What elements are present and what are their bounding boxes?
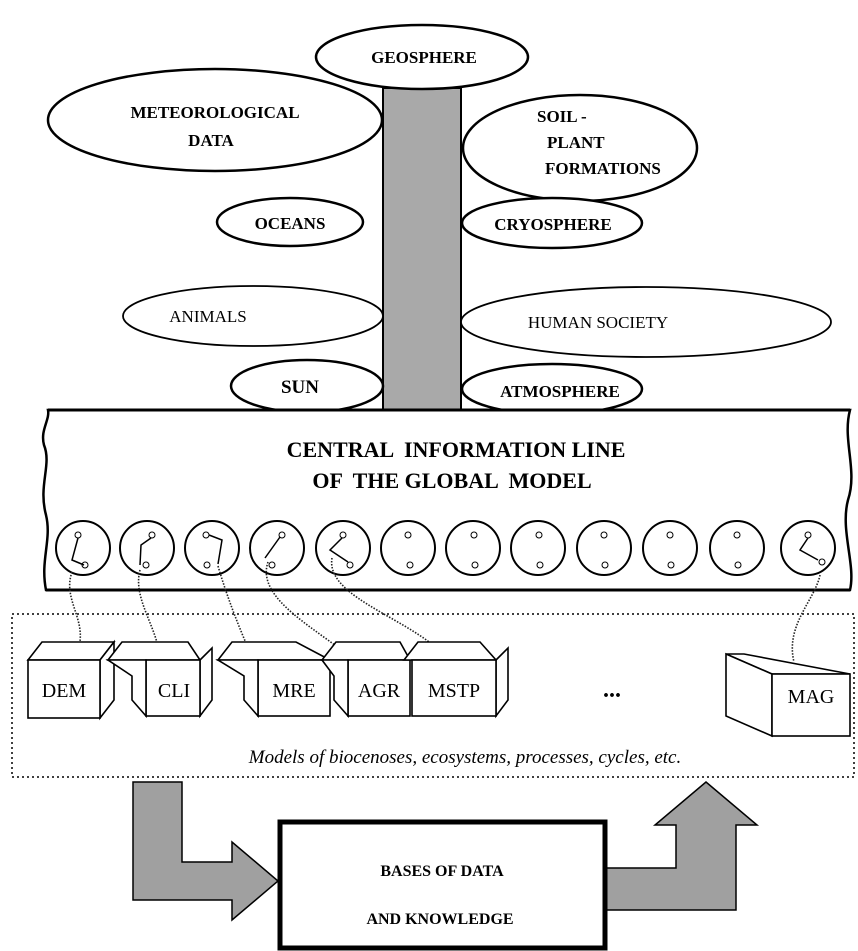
label-geosphere: GEOSPHERE (371, 48, 477, 67)
connector-socket (184, 520, 240, 576)
model-label-mstp: MSTP (428, 680, 480, 702)
label-soil-3: FORMATIONS (545, 159, 661, 178)
node-human-society (460, 286, 832, 358)
model-box-agr (320, 641, 412, 719)
connector-socket (315, 520, 371, 576)
central-line-title-2: OF THE GLOBAL MODEL (312, 468, 591, 493)
model-box-mstp (402, 641, 509, 719)
label-atmosphere: ATMOSPHERE (500, 382, 620, 401)
bases-box (277, 819, 608, 951)
label-oceans: OCEANS (255, 214, 326, 233)
connector-socket (55, 520, 111, 576)
connector-socket (119, 520, 175, 576)
model-box-mag (725, 652, 851, 738)
bases-label-1: BASES OF DATA (380, 863, 504, 880)
label-meteo-2: DATA (188, 131, 234, 150)
node-cryosphere (460, 196, 644, 250)
models-container (11, 613, 855, 778)
connector-socket (709, 520, 765, 576)
arrow-to-bases (132, 781, 280, 922)
models-caption: Models of biocenoses, ecosystems, proces… (248, 747, 681, 768)
model-box-cli (105, 641, 213, 719)
central-trunk (382, 87, 462, 411)
node-oceans (215, 196, 365, 248)
label-soil-1: SOIL - (537, 107, 587, 126)
label-meteo-1: METEOROLOGICAL (130, 103, 299, 122)
model-box-dem (26, 639, 116, 721)
model-label-agr: AGR (358, 680, 401, 702)
models-ellipsis: ... (603, 677, 621, 703)
central-line-title-1: CENTRAL INFORMATION LINE (287, 437, 626, 462)
label-soil-2: PLANT (547, 133, 605, 152)
connector-socket (576, 520, 632, 576)
model-label-cli: CLI (158, 680, 190, 702)
model-box-mre (215, 641, 331, 719)
node-geosphere (314, 23, 530, 91)
connector-socket (380, 520, 436, 576)
model-label-mre: MRE (272, 680, 315, 702)
label-cryosphere: CRYOSPHERE (494, 215, 611, 234)
connector-row (55, 520, 836, 576)
bases-label-2: AND KNOWLEDGE (366, 911, 513, 928)
arrow-from-bases (603, 781, 760, 911)
node-animals (122, 285, 384, 347)
connector-socket (249, 520, 305, 576)
node-meteorological-data (46, 67, 384, 173)
connector-socket (780, 520, 836, 576)
connector-socket (445, 520, 501, 576)
label-sun: SUN (281, 377, 319, 398)
label-animals: ANIMALS (169, 307, 246, 326)
model-label-dem: DEM (42, 680, 87, 702)
connector-socket (642, 520, 698, 576)
model-label-mag: MAG (788, 686, 835, 708)
connector-socket (510, 520, 566, 576)
label-human-society: HUMAN SOCIETY (528, 313, 668, 332)
